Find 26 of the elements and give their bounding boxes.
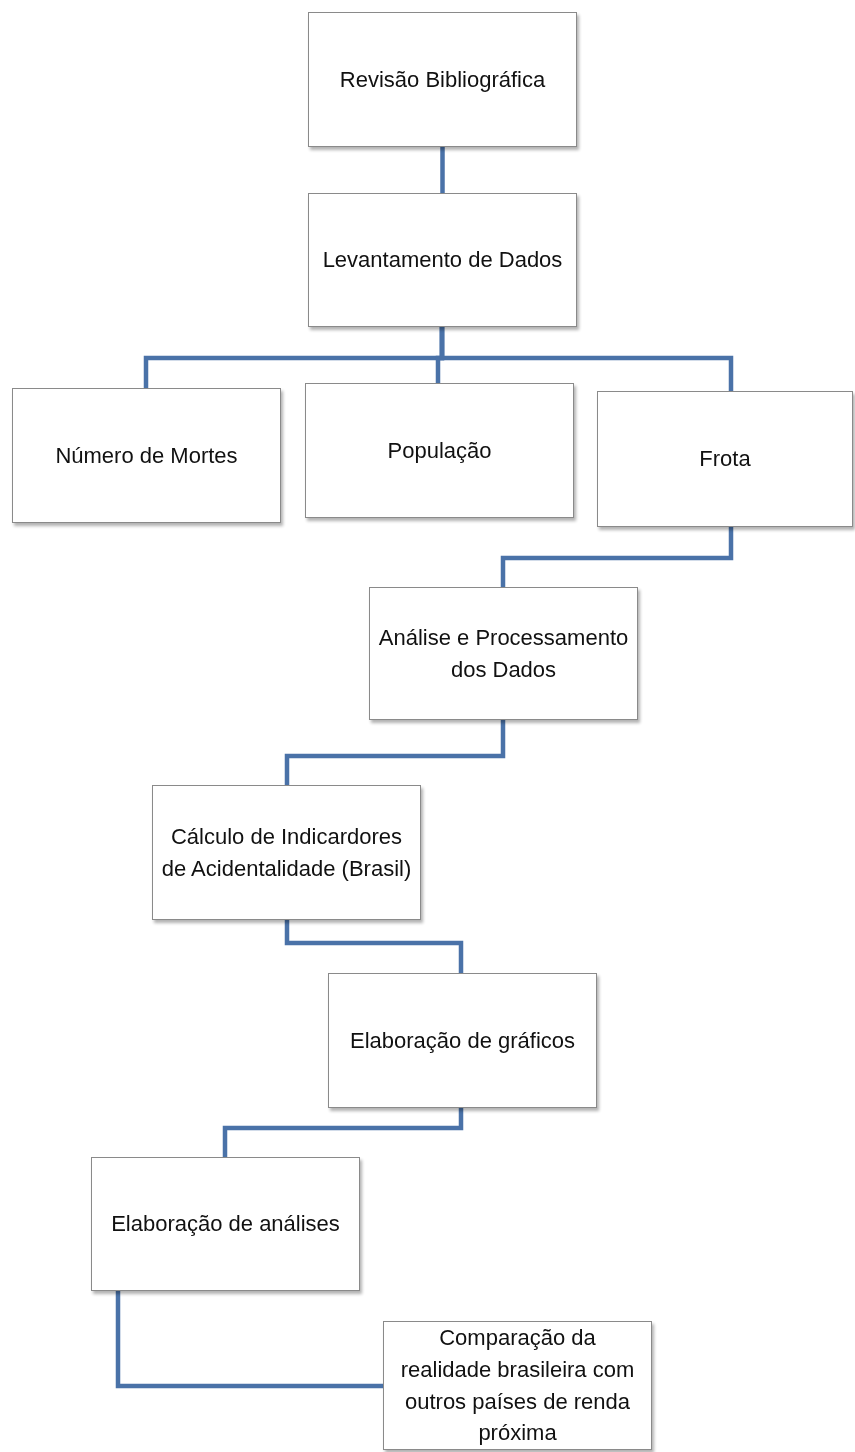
connector-line	[284, 720, 506, 785]
connector-line	[440, 147, 445, 193]
box-label: Revisão Bibliográfica	[338, 65, 547, 94]
box-label: Número de Mortes	[54, 441, 239, 470]
process-box	[305, 383, 574, 518]
box-label: Comparação da realidade brasileira com outros países de renda próxima	[399, 1323, 636, 1448]
box-label: Análise e Processamento dos Dados	[377, 623, 630, 684]
connector-line	[222, 1108, 464, 1157]
process-box	[308, 193, 577, 327]
box-label: Frota	[698, 445, 752, 474]
box-label: Cálculo de Indicardores de Acidentalidade (Brasil)	[160, 822, 413, 883]
connector-line	[284, 920, 464, 973]
box-label: Elaboração de análises	[110, 1210, 341, 1239]
process-box	[369, 587, 638, 720]
process-box	[308, 12, 577, 147]
process-box	[12, 388, 281, 523]
process-box	[597, 391, 853, 527]
connector-line	[500, 527, 734, 587]
process-box	[91, 1157, 360, 1291]
box-label: População	[386, 436, 493, 465]
connector-line	[115, 1291, 383, 1389]
box-label: Elaboração de gráficos	[349, 1026, 576, 1055]
process-box	[152, 785, 421, 920]
process-box	[328, 973, 597, 1108]
box-label: Levantamento de Dados	[321, 246, 564, 275]
connector-line	[439, 327, 734, 391]
